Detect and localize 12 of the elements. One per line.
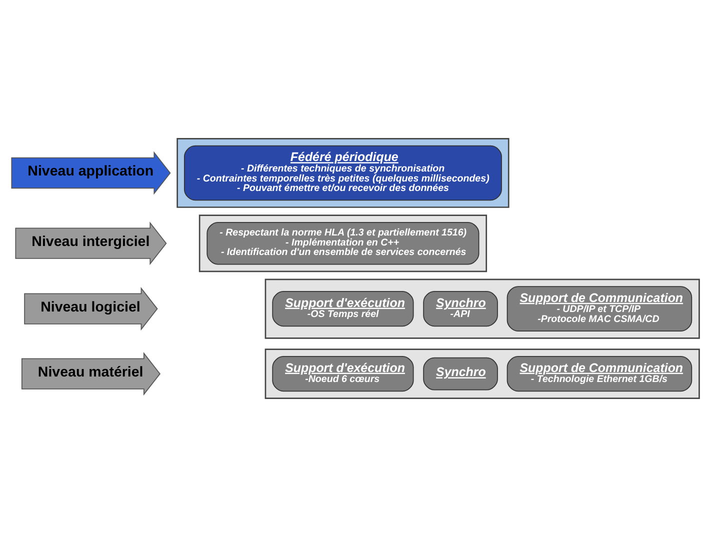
node-box: Synchro -API [423,291,498,327]
node-box: Support d'exécution -Noeud 6 cœurs [272,356,414,392]
node-box: - Respectant la norme HLA (1.3 et partiellement 1516) - Implémentation en C++ - Identification d'un ensemble de services concernés [206,222,480,265]
node-box: Support de Communication - Technologie Ethernet 1GB/s [506,356,692,392]
cluster [198,214,488,272]
node-box: Support d'exécution -OS Temps réel [272,291,414,327]
node-box: Fédéré périodique - Différentes techniques de synchronisation - Contraintes temporelles très petites (quelques millisecondes) - Pouvant émettre et/ou recevoir des données [184,145,502,201]
node-box: Support de Communication - UDP/IP et TCP/IP -Protocole MAC CSMA/CD [506,286,692,332]
cluster [176,138,510,208]
node-box: Synchro [423,357,498,390]
cluster [264,278,700,339]
cluster [264,348,700,399]
